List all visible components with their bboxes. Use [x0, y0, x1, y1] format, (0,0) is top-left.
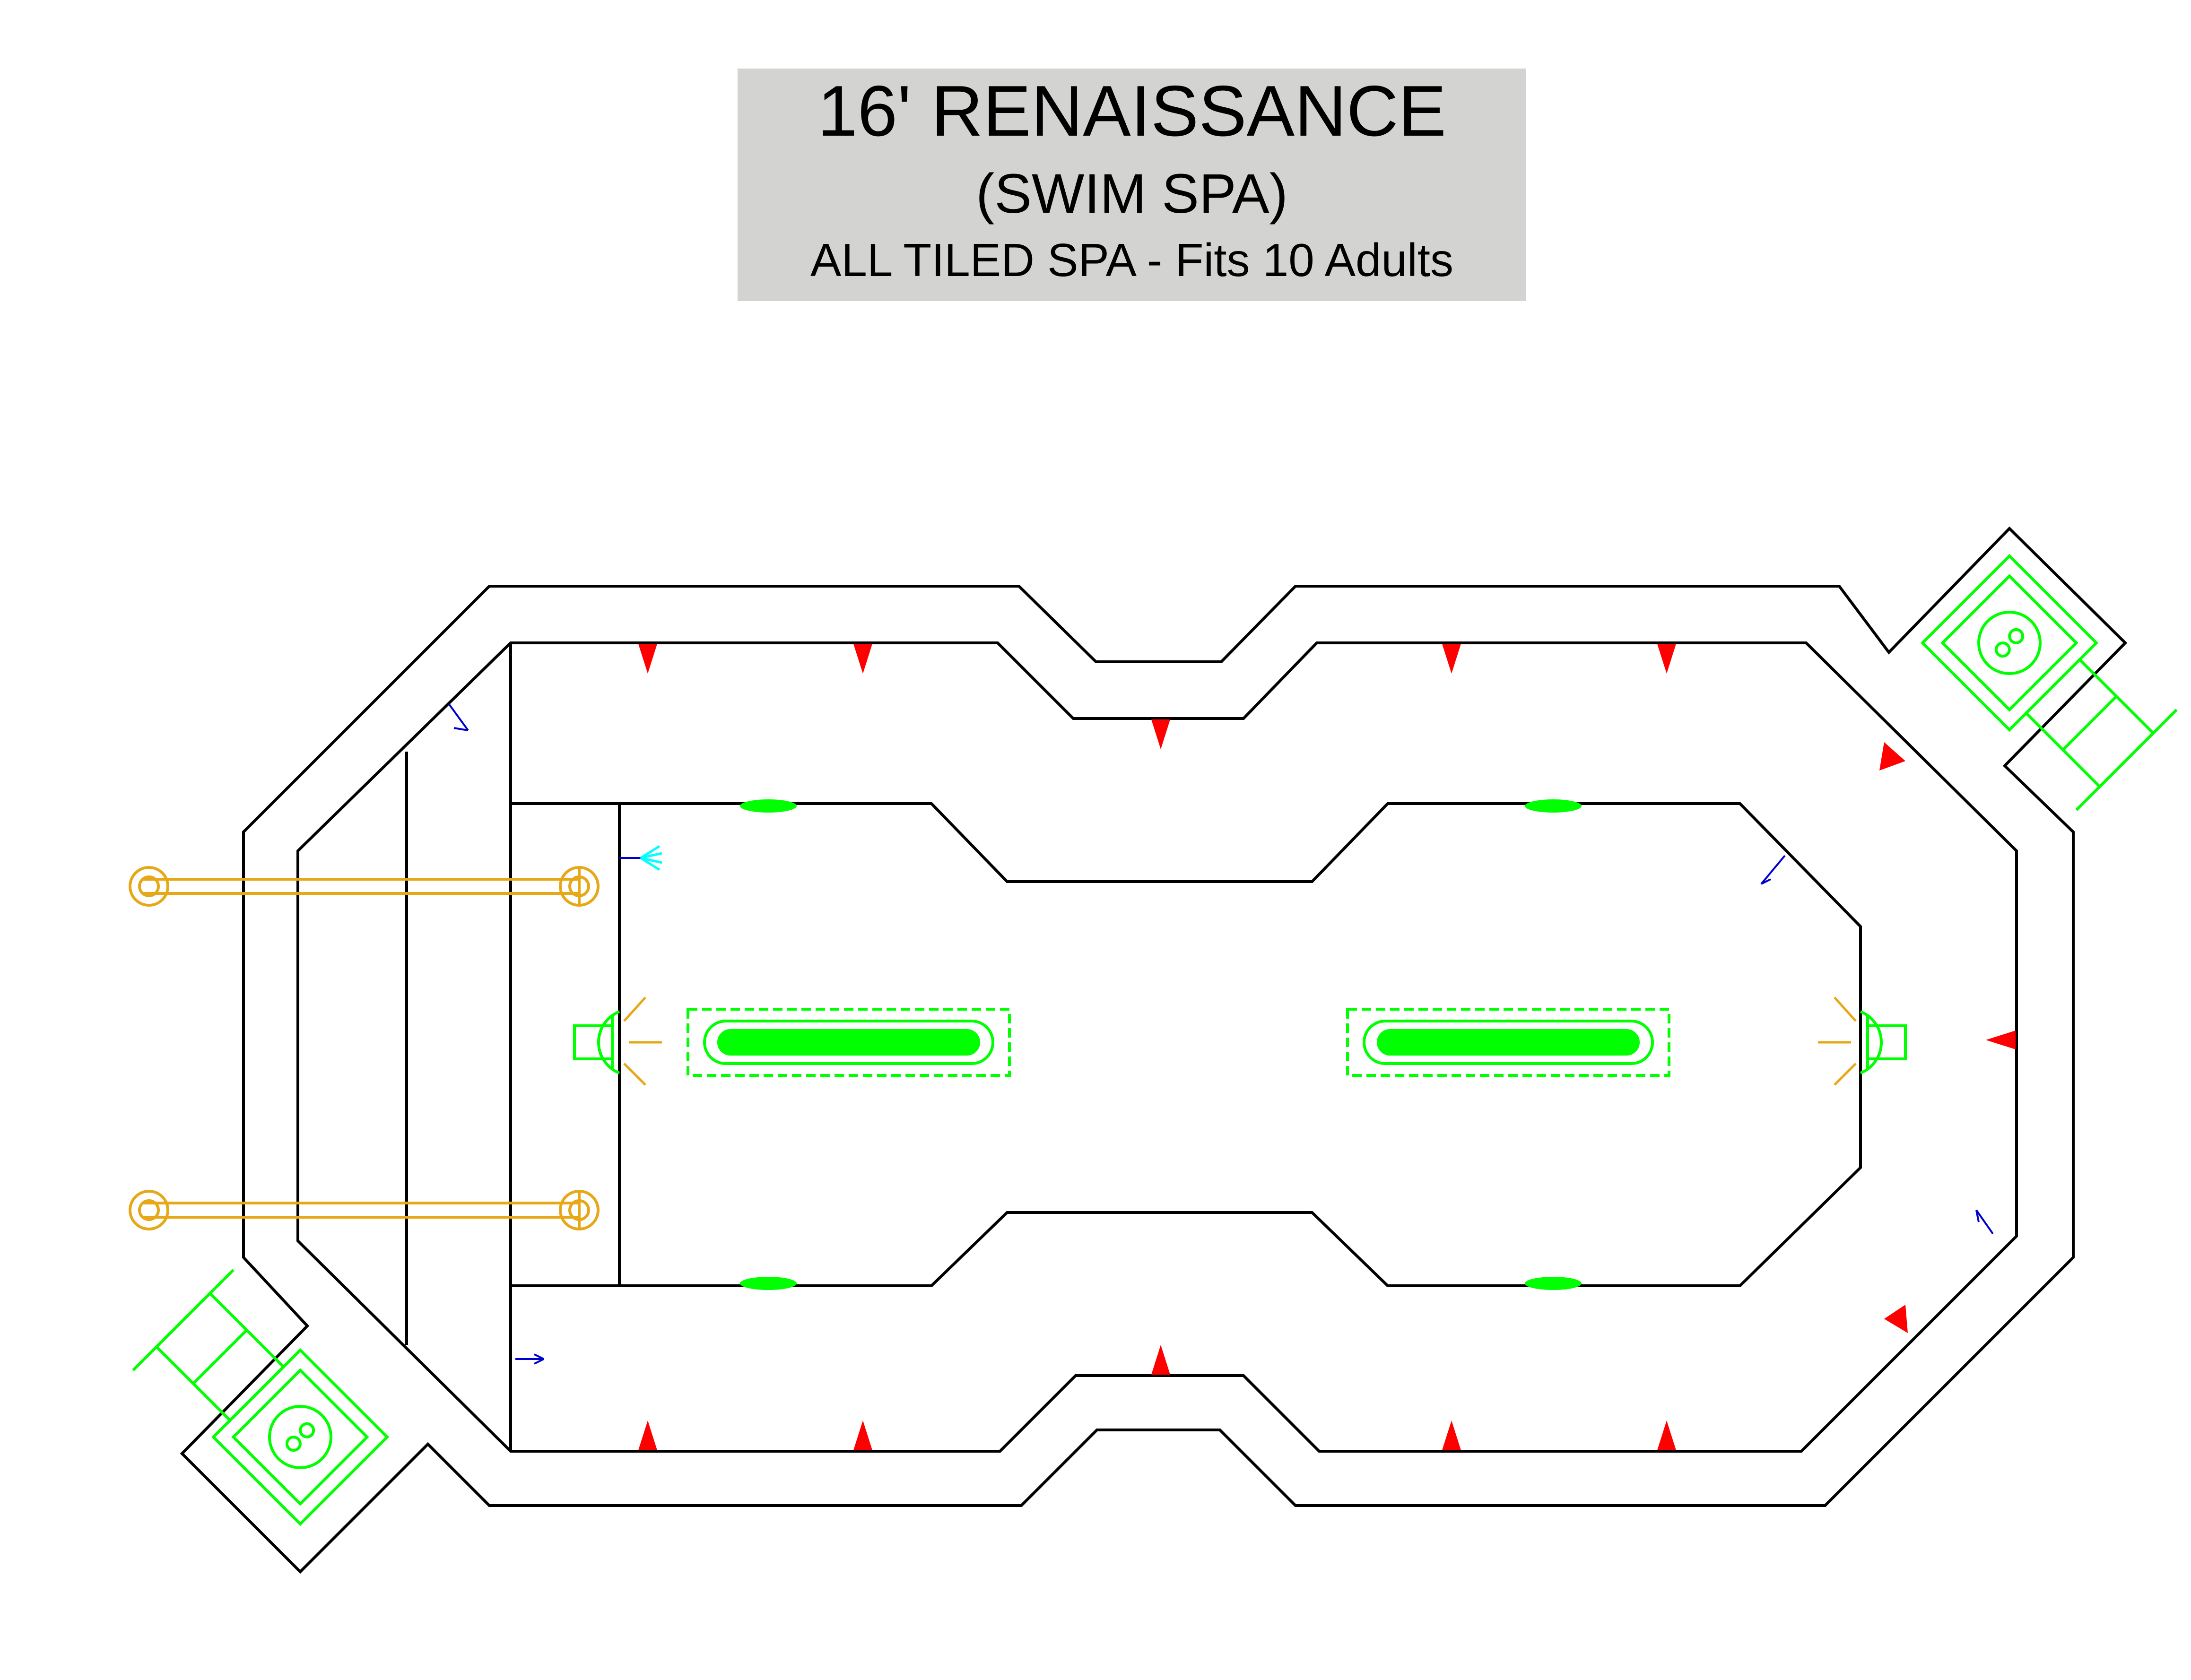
- light-icon: [740, 799, 1582, 1290]
- bench-jet-bar-icon: [1346, 1008, 1670, 1077]
- jet-icon: [638, 644, 2016, 1450]
- skimmer-icon: [132, 1269, 390, 1526]
- swim-lane-outline: [511, 802, 1862, 1287]
- title-line-2: (SWIM SPA): [976, 163, 1288, 225]
- title-block: 16' RENAISSANCE (SWIM SPA) ALL TILED SPA…: [738, 69, 1526, 301]
- spray-nozzle-icon: [619, 845, 662, 871]
- bench-jet-bar-icon: [687, 1008, 1011, 1077]
- handrail-icon: [129, 1190, 600, 1230]
- return-arrow-icon: [448, 703, 1994, 1365]
- handrail-icon: [129, 866, 600, 907]
- spa-inner-edge: [296, 641, 2018, 1453]
- swim-jet-icon: [573, 996, 662, 1086]
- swim-jet-icon: [1818, 996, 1907, 1086]
- title-line-3: ALL TILED SPA - Fits 10 Adults: [810, 234, 1453, 286]
- outer-coping-outline: [180, 526, 2128, 1574]
- skimmer-icon: [1920, 554, 2178, 811]
- title-line-1: 16' RENAISSANCE: [817, 71, 1446, 151]
